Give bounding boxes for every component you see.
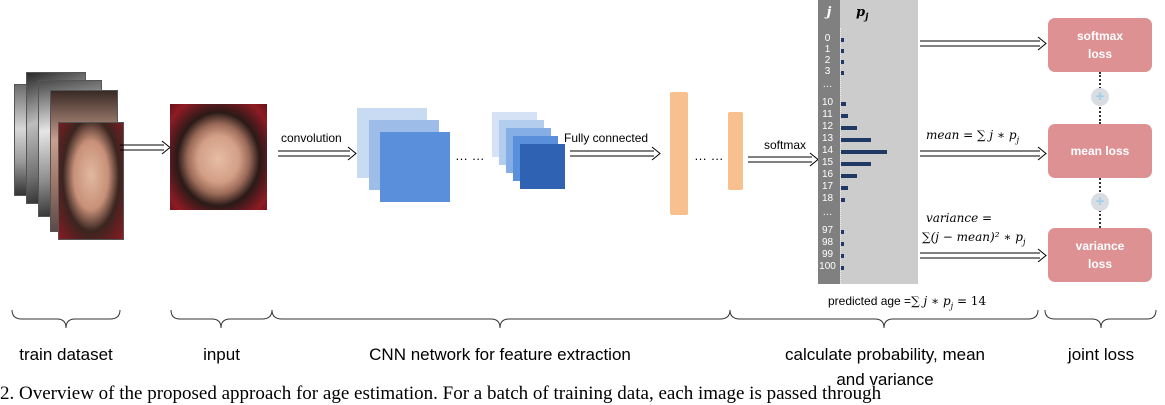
- section-calc-line1: calculate probability, mean: [784, 345, 985, 364]
- section-train-dataset: train dataset: [19, 345, 113, 364]
- j-tick-97: 97: [821, 225, 834, 236]
- section-input: input: [203, 345, 240, 364]
- pj-header: pj: [856, 5, 868, 23]
- prob-bar-age-13: [841, 138, 871, 142]
- prob-bar-age-11: [841, 114, 848, 118]
- prob-bar-age-12: [841, 126, 857, 130]
- pj-header-sub: j: [865, 12, 869, 23]
- j-tick-11: 11: [822, 109, 833, 120]
- arrow-to-softmax-loss: [920, 36, 1047, 51]
- variance-loss-label-2: loss: [1087, 257, 1112, 271]
- j-tick-14: 14: [821, 145, 834, 156]
- train-dataset-stack: [8, 60, 128, 240]
- softmax-label: softmax: [764, 138, 807, 152]
- arrow-fully-connected: [570, 146, 661, 161]
- ellipsis-2: … …: [694, 148, 724, 163]
- prob-bar-age-100: [841, 266, 844, 270]
- conv-layer-1c: [380, 132, 450, 202]
- fully-connected-label: Fully connected: [564, 131, 649, 145]
- j-header: j: [826, 5, 832, 20]
- j-ellipsis-1: …: [822, 79, 833, 90]
- predicted-age: predicted age =∑ j ∗ pj = 14: [828, 294, 986, 310]
- arrow-train-to-input: [120, 140, 171, 155]
- prob-bar-age-14: [841, 150, 887, 154]
- mean-equation: mean = ∑ j ∗ pj: [926, 128, 1019, 144]
- mean-equation-text: mean = ∑ j ∗ p: [926, 128, 1017, 142]
- j-tick-13: 13: [821, 133, 834, 144]
- variance-loss-label-1: variance: [1075, 239, 1125, 253]
- figure-caption: 2. Overview of the proposed approach for…: [0, 383, 882, 404]
- prob-bar-age-18: [841, 198, 845, 202]
- j-dot-divider: [840, 28, 841, 284]
- conv-layer-2e: [520, 144, 565, 189]
- j-tick-17: 17: [821, 181, 834, 192]
- prob-bar-age-3: [841, 71, 844, 75]
- arrow-convolution: [278, 146, 357, 161]
- brace-train: [11, 309, 121, 329]
- predicted-age-formula: ∑ j ∗ p: [911, 294, 951, 308]
- fc-layer-2: [728, 112, 743, 190]
- section-cnn: CNN network for feature extraction: [369, 345, 631, 364]
- j-ellipsis-2: …: [822, 207, 833, 218]
- variance-equation-line2: ∑(j − mean)² ∗ pj: [922, 230, 1025, 246]
- section-braces: [11, 309, 1157, 329]
- j-tick-99: 99: [821, 249, 834, 260]
- variance-loss-box: variance loss: [1048, 228, 1152, 282]
- mean-loss-label: mean loss: [1070, 144, 1130, 158]
- j-tick-3: 3: [824, 66, 831, 77]
- mean-equation-sub: j: [1016, 135, 1020, 145]
- fc-layer-1: [670, 92, 688, 215]
- mean-loss-box: mean loss: [1048, 124, 1152, 178]
- pj-column: [840, 0, 918, 284]
- j-tick-15: 15: [821, 157, 834, 168]
- input-face-image: [170, 104, 267, 210]
- prob-bar-age-98: [841, 242, 844, 246]
- pj-header-p: p: [856, 5, 866, 20]
- brace-cnn: [271, 309, 731, 329]
- prob-bar-age-1: [841, 49, 844, 53]
- prob-bar-age-97: [841, 230, 844, 234]
- brace-joint: [1044, 309, 1157, 329]
- j-tick-18: 18: [821, 193, 834, 204]
- prob-bar-age-0: [841, 38, 844, 42]
- arrow-softmax: [748, 152, 819, 167]
- section-joint-loss: joint loss: [1067, 345, 1135, 364]
- prob-bar-age-16: [841, 174, 857, 178]
- plus-icon-1: +: [1091, 88, 1109, 106]
- brace-calc: [729, 309, 1039, 329]
- j-tick-2: 2: [824, 55, 831, 66]
- prob-bar-age-99: [841, 254, 844, 258]
- prob-bar-age-15: [841, 162, 871, 166]
- prob-bar-age-17: [841, 186, 848, 190]
- arrow-to-mean-loss: [920, 146, 1047, 161]
- section-calc-line2: and variance: [836, 370, 934, 389]
- convolution-label: convolution: [281, 131, 342, 145]
- j-tick-0: 0: [824, 33, 831, 44]
- variance-equation-sub: j: [1022, 237, 1026, 247]
- prob-bar-age-10: [841, 102, 846, 106]
- j-tick-1: 1: [824, 44, 831, 55]
- predicted-age-value: = 14: [953, 294, 987, 308]
- variance-equation-line1: variance =: [926, 211, 993, 225]
- train-face-5: [58, 122, 124, 240]
- plus-icon-2: +: [1091, 193, 1109, 211]
- variance-equation-text: ∑(j − mean)² ∗ p: [922, 230, 1023, 244]
- j-tick-16: 16: [821, 169, 834, 180]
- probability-table: j pj 0 1 2 3 … 10 11 12 13 14 15 16 17 1…: [818, 0, 918, 284]
- j-column: [818, 0, 840, 284]
- j-tick-100: 100: [819, 261, 836, 272]
- softmax-loss-label-2: loss: [1087, 47, 1112, 61]
- predicted-age-label: predicted age =: [828, 294, 912, 308]
- j-tick-10: 10: [821, 97, 834, 108]
- prob-bar-age-2: [841, 60, 844, 64]
- softmax-loss-label-1: softmax: [1076, 29, 1123, 43]
- brace-input: [170, 309, 273, 329]
- arrow-to-variance-loss: [920, 248, 1047, 263]
- ellipsis-1: … …: [455, 148, 485, 163]
- predicted-age-sub: j: [950, 301, 954, 311]
- j-tick-12: 12: [821, 121, 834, 132]
- softmax-loss-box: softmax loss: [1048, 18, 1152, 72]
- j-tick-98: 98: [821, 237, 834, 248]
